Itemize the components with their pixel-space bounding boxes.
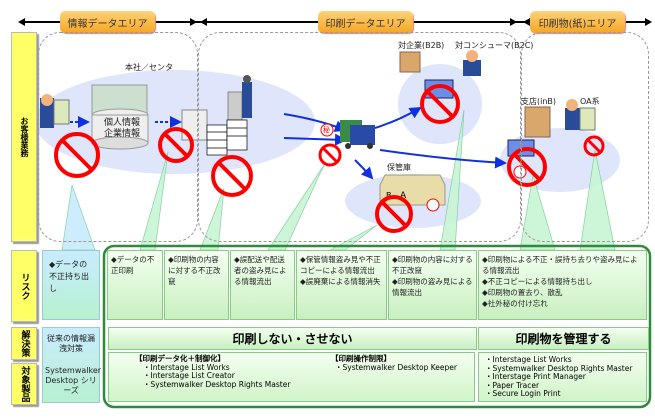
product-group-title: 【印刷データ化＋制御化】 <box>135 354 225 363</box>
risk-box: ◆印刷物による不正・誤持ち去りや盗み見による情報流出 ◆不正コピーによる情報持ち… <box>478 250 647 320</box>
oa-user-icon <box>565 99 596 131</box>
risk-box: ◆誤配送や配送者の盗み見による情報流出 <box>230 250 295 320</box>
truck-icon <box>340 120 375 149</box>
operator-icon <box>227 75 252 121</box>
row-label-products: 対象製品 <box>11 363 37 405</box>
server-icon <box>91 84 149 150</box>
hq-label: 本社／センタ <box>125 63 173 72</box>
solution-manage-prints: 印刷物を管理する <box>478 327 649 350</box>
products-print-data: 【印刷データ化＋制御化】 ・Interstage List Works ・Int… <box>108 352 475 402</box>
risk-box: ◆保管情報盗み見や不正コピーによる情報流出 ◆誤廃棄による情報消失 <box>296 250 387 320</box>
b2c-label: 対コンシューマ(B2C) <box>455 41 534 50</box>
left-solution-text: 従来の情報漏洩対策 <box>47 334 95 353</box>
prohibit-icon <box>318 143 342 167</box>
product-item: ・Interstage Print Manager <box>485 372 586 381</box>
risk-box: ◆データの不正印刷 <box>107 250 163 320</box>
risk-box: ◆印刷物の内容に対する不正改竄 ◆印刷物の盗み見による情報流出 <box>388 250 477 320</box>
prohibit-icon <box>54 132 100 178</box>
row-label-risk: リスク <box>11 250 37 322</box>
user-terminal-icon <box>40 94 70 128</box>
left-solution: 従来の情報漏洩対策 Systemwalker Desktop シリーズ <box>42 327 102 403</box>
area-label-printed-paper: 印刷物(紙)エリア <box>530 11 625 33</box>
consumer-icon <box>463 50 481 76</box>
prohibit-icon <box>211 155 253 197</box>
product-item: ・Interstage List Creator <box>143 371 235 380</box>
products-manage: ・Interstage List Works ・Systemwalker Des… <box>478 352 647 402</box>
prohibit-icon <box>158 127 194 163</box>
product-item: ・Systemwalker Desktop Keeper <box>335 362 457 372</box>
building-branch-icon <box>524 106 551 138</box>
prohibition-signs <box>54 84 605 233</box>
product-item: ・Interstage List Works <box>143 362 230 372</box>
prohibit-icon <box>507 147 547 187</box>
row-label-business: お客様業務 <box>11 32 37 242</box>
product-item: ・Systemwalker Desktop Rights Master <box>143 379 291 389</box>
left-risk: ◆データの不正持ち出し <box>42 250 100 320</box>
info-data-area <box>38 32 198 242</box>
db-label: 個人情報 企業情報 <box>103 118 140 139</box>
solution-frame <box>102 244 652 409</box>
prohibit-icon <box>420 84 460 124</box>
product-group-title: 【印刷操作制限】 <box>331 354 391 363</box>
product-item: ・Systemwalker Desktop Rights Master <box>485 363 633 373</box>
product-group-2: 【印刷操作制限】 ・Systemwalker Desktop Keeper <box>331 354 457 372</box>
product-item: ・Interstage List Works <box>485 355 572 364</box>
left-products-text: Systemwalker Desktop シリーズ <box>45 366 102 395</box>
prohibit-icon <box>583 135 605 157</box>
oa-label: OA系 <box>580 97 600 106</box>
branch-label: 支店(inB) <box>521 97 557 106</box>
risk-box: ◆印刷物の内容に対する不正改竄 <box>164 250 229 320</box>
print-data-area <box>198 32 521 242</box>
product-group-1: 【印刷データ化＋制御化】 ・Interstage List Works ・Int… <box>135 354 291 389</box>
svg-text:A: A <box>400 191 407 201</box>
b2b-label: 対企業(B2B) <box>398 41 445 50</box>
secret-stamp-label: 秘 <box>323 126 330 134</box>
solution-dont-print: 印刷しない・させない <box>108 327 477 350</box>
printed-paper-area <box>521 32 649 242</box>
row-label-solution: 解決策 <box>11 327 37 360</box>
prohibit-icon <box>375 195 413 233</box>
area-label-print-data: 印刷データエリア <box>318 11 413 33</box>
product-item: ・Paper Tracer <box>485 380 540 390</box>
product-item: ・Secure Login Print <box>485 389 561 398</box>
building-b2b-icon <box>399 51 421 73</box>
svg-text:B: B <box>386 191 392 200</box>
area-label-info-data: 情報データエリア <box>60 11 155 33</box>
paper-stack-icon <box>206 119 248 156</box>
warehouse-label: 保管庫 <box>387 163 411 172</box>
